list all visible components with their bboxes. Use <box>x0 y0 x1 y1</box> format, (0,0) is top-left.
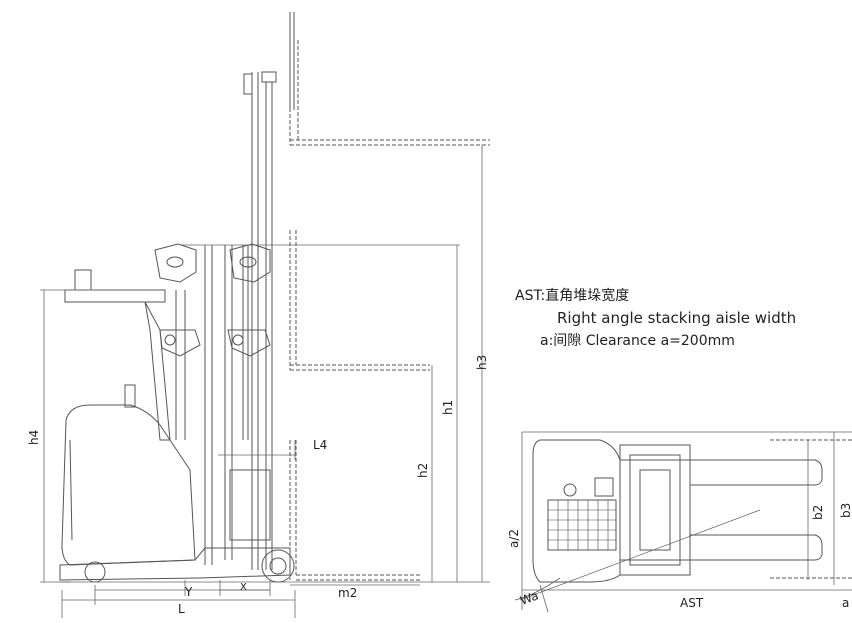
label-Y: Y <box>184 585 193 599</box>
label-a-half: a/2 <box>507 529 521 548</box>
truck-body-top <box>532 439 621 583</box>
legend-clearance: a:间隙 Clearance a=200mm <box>540 333 735 349</box>
label-m2: m2 <box>338 586 357 600</box>
legend: AST:直角堆垛宽度 Right angle stacking aisle wi… <box>515 287 796 349</box>
label-X: X <box>240 582 247 593</box>
label-AST: AST <box>680 596 704 610</box>
top-view <box>514 431 852 613</box>
legend-right-angle: Right angle stacking aisle width <box>557 309 796 327</box>
label-b2: b2 <box>811 505 825 520</box>
overhead-guard <box>64 269 186 441</box>
label-h2: h2 <box>416 463 430 478</box>
fork-middle <box>289 230 430 371</box>
label-L: L <box>178 602 185 616</box>
label-b3: b3 <box>839 503 852 518</box>
label-h1: h1 <box>441 400 455 415</box>
forks-top <box>690 439 852 579</box>
label-h4: h4 <box>27 430 41 445</box>
dimension-lines <box>40 145 490 618</box>
label-a: a <box>842 596 849 610</box>
operator-compartment <box>61 384 196 566</box>
chassis <box>59 469 295 583</box>
legend-ast: AST:直角堆垛宽度 <box>515 287 629 304</box>
label-Wa: Wa <box>518 588 540 607</box>
label-L4: L4 <box>313 438 327 452</box>
fork-lower <box>289 440 420 581</box>
label-h3: h3 <box>475 355 489 370</box>
battery-grid <box>548 500 616 550</box>
fork-top <box>289 12 490 146</box>
carriage-heads <box>154 243 271 357</box>
mast <box>204 12 295 570</box>
top-view-labels: a/2 b2 b3 Wa AST a <box>507 503 852 610</box>
side-view-labels: h4 h3 h1 h2 L4 Y X L m2 <box>27 355 489 616</box>
mast-top <box>619 444 691 576</box>
side-view <box>40 12 490 618</box>
turning-radius <box>514 509 852 613</box>
